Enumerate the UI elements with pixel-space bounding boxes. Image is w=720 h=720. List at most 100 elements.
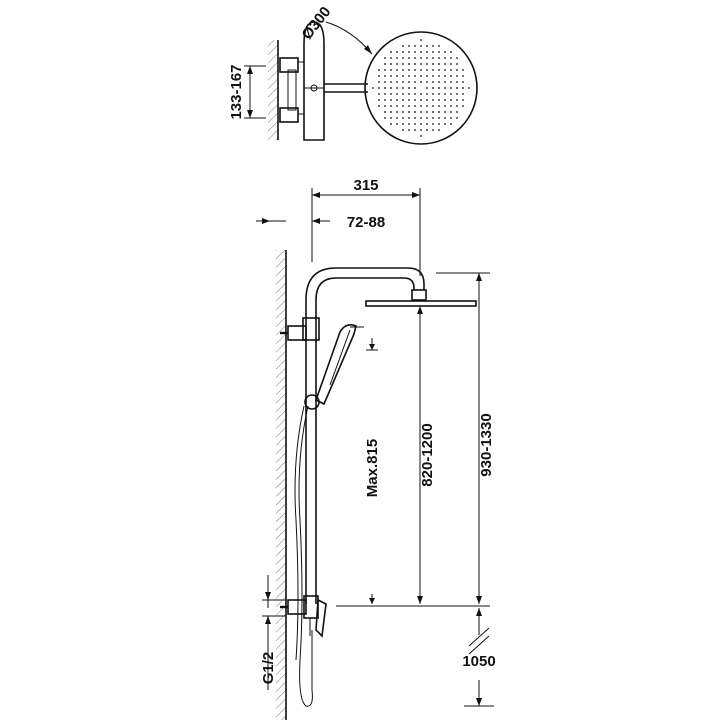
nozzle-dot <box>390 93 392 95</box>
dim-wall-distance-arrow-bottom <box>247 110 253 118</box>
nozzle-dot <box>408 111 410 113</box>
dim-arm-reach-label: 315 <box>353 177 378 194</box>
slider-holder <box>304 394 320 410</box>
dim-bar-offset-wall-arrow <box>262 218 270 224</box>
nozzle-dot <box>450 99 452 101</box>
nozzle-dot <box>402 99 404 101</box>
nozzle-dot <box>420 51 422 53</box>
nozzle-dot <box>432 93 434 95</box>
dim-inlet-height-break-1 <box>468 627 490 647</box>
nozzle-dot <box>450 105 452 107</box>
nozzle-dot <box>408 69 410 71</box>
dim-inlet-arrow-bottom <box>265 616 271 624</box>
nozzle-dot <box>438 87 440 89</box>
nozzle-dot <box>450 75 452 77</box>
nozzle-dot <box>438 75 440 77</box>
nozzle-dot <box>396 93 398 95</box>
nozzle-dot <box>450 111 452 113</box>
nozzle-dot <box>414 117 416 119</box>
upper-bracket-clamp <box>302 317 320 341</box>
nozzle-dot <box>444 69 446 71</box>
nozzle-dot <box>438 93 440 95</box>
nozzle-dot <box>432 87 434 89</box>
nozzle-dot <box>414 69 416 71</box>
dim-arm-reach-arrow-right <box>412 192 420 198</box>
nozzle-dot <box>390 51 392 53</box>
nozzle-dot <box>390 63 392 65</box>
nozzle-dot <box>414 81 416 83</box>
nozzle-dot <box>426 45 428 47</box>
nozzle-dot <box>402 111 404 113</box>
nozzle-dot <box>414 105 416 107</box>
nozzle-dot <box>384 57 386 59</box>
nozzle-dot <box>390 69 392 71</box>
nozzle-dot <box>432 99 434 101</box>
nozzle-dot <box>372 87 374 89</box>
nozzle-dot <box>408 57 410 59</box>
nozzle-dot <box>432 117 434 119</box>
shower-arm-inner <box>315 277 415 301</box>
nozzle-dot <box>402 45 404 47</box>
nozzle-dot <box>426 123 428 125</box>
nozzle-dot <box>444 123 446 125</box>
nozzle-dot <box>420 39 422 41</box>
dim-diameter-arrow <box>364 45 372 54</box>
nozzle-dot <box>432 129 434 131</box>
nozzle-dot <box>432 123 434 125</box>
nozzle-dot <box>378 69 380 71</box>
nozzle-dot <box>426 117 428 119</box>
nozzle-dot <box>396 75 398 77</box>
nozzle-dot <box>414 57 416 59</box>
shower-hose <box>298 405 313 707</box>
nozzle-dot <box>384 93 386 95</box>
nozzle-dot <box>414 123 416 125</box>
dim-inlet-height-arrow-bottom <box>476 698 482 706</box>
nozzle-dot <box>426 105 428 107</box>
nozzle-dot <box>438 117 440 119</box>
nozzle-dot <box>426 57 428 59</box>
nozzle-dot <box>390 123 392 125</box>
nozzle-dot <box>384 63 386 65</box>
nozzle-dot <box>450 93 452 95</box>
dim-inlet-height-label: 1050 <box>462 653 495 670</box>
nozzle-dot <box>444 75 446 77</box>
nozzle-dot <box>426 99 428 101</box>
top-connector-lower <box>279 107 299 123</box>
nozzle-dot <box>444 63 446 65</box>
nozzle-dot <box>420 123 422 125</box>
nozzle-dot <box>426 69 428 71</box>
nozzle-dot <box>402 75 404 77</box>
nozzle-dot <box>456 87 458 89</box>
nozzle-dot <box>384 111 386 113</box>
hand-shower-face <box>329 329 351 386</box>
nozzle-dot <box>456 117 458 119</box>
nozzle-dot <box>456 75 458 77</box>
nozzle-dot <box>402 87 404 89</box>
nozzle-dot <box>390 75 392 77</box>
nozzle-dot <box>396 81 398 83</box>
nozzle-dot <box>444 105 446 107</box>
nozzle-dot <box>378 105 380 107</box>
nozzle-dot <box>432 63 434 65</box>
nozzle-dot <box>456 57 458 59</box>
nozzle-dot <box>438 129 440 131</box>
nozzle-dot <box>456 105 458 107</box>
nozzle-dot <box>408 63 410 65</box>
front-view: 315 72-88 <box>256 177 496 720</box>
nozzle-dot <box>408 87 410 89</box>
nozzle-dot <box>390 87 392 89</box>
nozzle-dot <box>456 111 458 113</box>
nozzle-dot <box>438 99 440 101</box>
nozzle-dot <box>408 117 410 119</box>
nozzle-dot <box>462 105 464 107</box>
nozzle-dot <box>456 93 458 95</box>
nozzle-dot <box>402 129 404 131</box>
dim-inlet-arrow-top <box>265 592 271 600</box>
nozzle-dot <box>426 93 428 95</box>
nozzle-dot <box>396 117 398 119</box>
nozzle-dot <box>432 81 434 83</box>
dim-bar-offset-arrow <box>312 218 320 224</box>
dim-head-height-arrow-bottom <box>417 596 423 604</box>
nozzle-dot <box>420 105 422 107</box>
nozzle-dot <box>414 93 416 95</box>
